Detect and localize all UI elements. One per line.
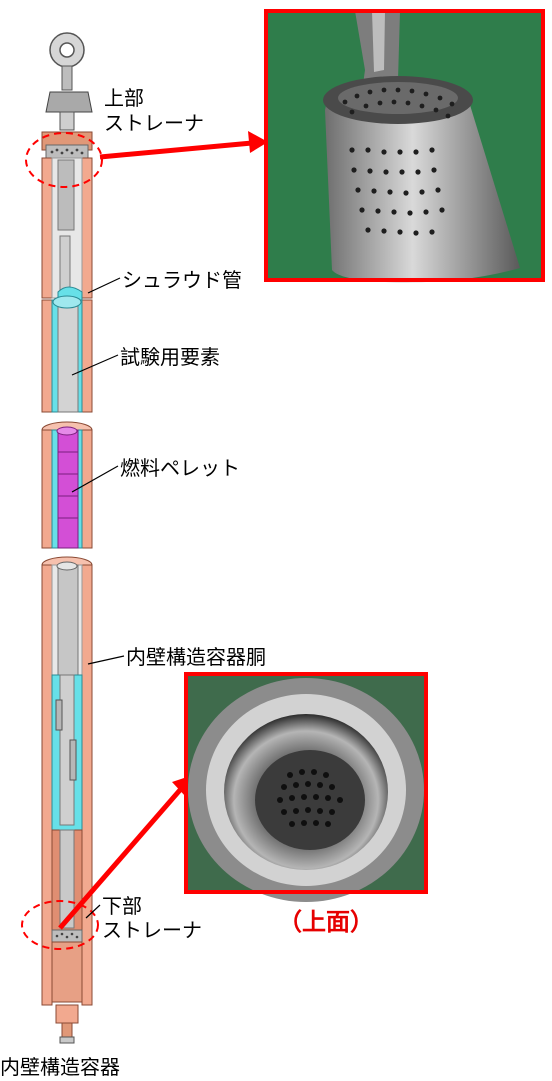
upper-callout-arrow (99, 131, 268, 160)
lower-strainer-photo (184, 672, 428, 902)
lower-strainer-label-line2: ストレーナ (102, 918, 202, 942)
lower-segment (41, 556, 93, 1006)
upper-strainer-label-line1: 上部 (104, 86, 144, 110)
test-element-label: 試験用要素 (120, 345, 220, 369)
fuel-pellet-label: 燃料ペレット (120, 456, 240, 480)
upper-strainer-label-line2: ストレーナ (104, 111, 204, 135)
upper-strainer-highlight (25, 132, 103, 188)
fuel-pellet-segment (41, 421, 93, 549)
test-element-segment (41, 295, 93, 413)
leader-lines (71, 277, 125, 919)
top-view-label: （上面） (278, 908, 374, 936)
inner-wall-body-label: 内壁構造容器胴 (126, 645, 266, 669)
lower-strainer-label-line1: 下部 (102, 894, 142, 918)
lifting-ring-icon (45, 32, 93, 131)
shroud-tube-label: シュラウド管 (122, 268, 242, 292)
bottom-nozzle (55, 1004, 79, 1044)
diagram-caption: 内壁構造容器 (0, 1055, 120, 1079)
perforation-holes (342, 87, 455, 236)
upper-strainer-photo (264, 9, 545, 283)
upper-segment (41, 131, 93, 301)
strainer-holes-top-view (277, 769, 343, 827)
lower-strainer-highlight (21, 900, 99, 950)
